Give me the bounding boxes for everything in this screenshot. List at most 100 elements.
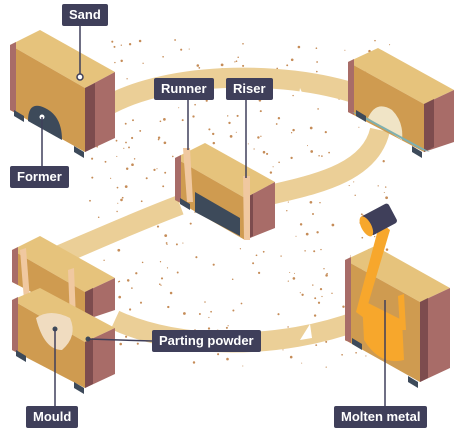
sand-speck: [240, 302, 243, 305]
sand-speck: [128, 146, 130, 149]
riser-channel: [243, 176, 250, 240]
sand-speck: [287, 280, 289, 282]
sand-speck: [162, 55, 164, 58]
sand-speck: [229, 135, 233, 138]
sand-speck: [166, 267, 169, 269]
sand-speck: [192, 361, 196, 364]
sand-speck: [331, 223, 335, 227]
sand-speck: [275, 123, 278, 125]
sand-speck: [360, 213, 363, 216]
sand-speck: [89, 199, 91, 202]
sand-speck: [126, 78, 128, 80]
sand-label: Sand: [62, 4, 108, 26]
sand-speck: [175, 243, 178, 246]
sand-speck: [272, 166, 274, 168]
sand-speck: [321, 295, 323, 298]
molten-metal-label: Molten metal: [334, 406, 428, 428]
sand-speck: [313, 250, 316, 253]
sand-speck: [320, 248, 322, 251]
ladle: [359, 203, 397, 237]
sand-speck: [198, 67, 201, 69]
sand-speck: [194, 103, 196, 106]
sand-speck: [172, 155, 174, 158]
runner-channel: [183, 148, 193, 202]
sand-speck: [312, 284, 314, 286]
sand-speck: [153, 168, 156, 172]
sand-speck: [189, 222, 192, 225]
sand-speck: [350, 255, 352, 257]
sand-speck: [341, 353, 343, 356]
sand-speck: [295, 235, 297, 237]
sand-speck: [160, 277, 164, 280]
sand-speck: [278, 161, 280, 164]
sand-speck: [157, 136, 161, 139]
sand-speck: [124, 122, 127, 125]
sand-speck: [319, 201, 321, 204]
former-pattern: [28, 105, 62, 140]
sand-speck: [282, 349, 284, 351]
sand-speck: [113, 45, 116, 48]
sand-speck: [164, 171, 167, 174]
sand-speck: [116, 155, 118, 157]
sand-speck: [142, 62, 144, 64]
sand-speck: [174, 39, 177, 41]
sand-speck: [292, 277, 296, 280]
sand-speck: [383, 191, 385, 194]
mould-label: Mould: [26, 406, 79, 428]
sand-speck: [242, 42, 244, 45]
sand-speck: [228, 121, 231, 125]
sand-speck: [145, 177, 148, 180]
sand-speck: [164, 234, 168, 237]
sand-speck: [156, 225, 160, 228]
riser-label: Riser: [226, 78, 273, 100]
sand-speck: [361, 236, 364, 239]
sand-speck: [138, 39, 142, 43]
sand-speck: [182, 242, 184, 244]
sand-speck: [301, 362, 303, 364]
sand-speck: [301, 293, 304, 296]
sand-speck: [318, 155, 320, 157]
molten-metal-box: [345, 203, 450, 388]
sand-speck: [342, 305, 345, 308]
process-path: [56, 67, 390, 353]
sand-speck: [232, 309, 235, 312]
sand-speck: [257, 271, 261, 275]
runner-label: Runner: [154, 78, 214, 100]
sand-speck: [358, 126, 360, 128]
sand-speck: [314, 297, 317, 300]
sand-speck: [321, 155, 323, 157]
sand-speck: [325, 366, 327, 368]
sand-speck: [252, 262, 255, 265]
sand-speck: [198, 313, 201, 315]
sand-speck: [136, 342, 139, 345]
sand-speck: [227, 325, 229, 327]
sand-speck: [181, 119, 184, 122]
sand-speck: [132, 119, 134, 122]
sand-speck: [237, 56, 239, 58]
sand-speck: [317, 108, 319, 110]
sand-speck: [156, 168, 158, 170]
sand-speck: [120, 59, 123, 63]
sand-speck: [116, 210, 118, 213]
sand-speck: [277, 117, 281, 120]
parting-powder-label: Parting powder: [152, 330, 261, 352]
sand-speck: [133, 158, 136, 160]
sand-speck: [305, 232, 309, 236]
sand-speck: [140, 200, 143, 203]
sand-speck: [353, 181, 355, 183]
sand-speck: [315, 344, 318, 346]
sand-speck: [389, 44, 391, 46]
sand-speck: [135, 272, 138, 275]
sand-speck: [159, 283, 161, 285]
sand-speck: [234, 61, 236, 63]
sand-speck: [355, 351, 357, 354]
sand-speck: [125, 141, 127, 144]
sand-speck: [119, 342, 122, 346]
sand-speck: [374, 39, 376, 42]
sand-speck: [217, 353, 220, 356]
sand-speck: [331, 292, 333, 295]
sand-speck: [280, 255, 282, 257]
sand-speck: [167, 305, 170, 309]
sand-speck: [316, 70, 318, 73]
